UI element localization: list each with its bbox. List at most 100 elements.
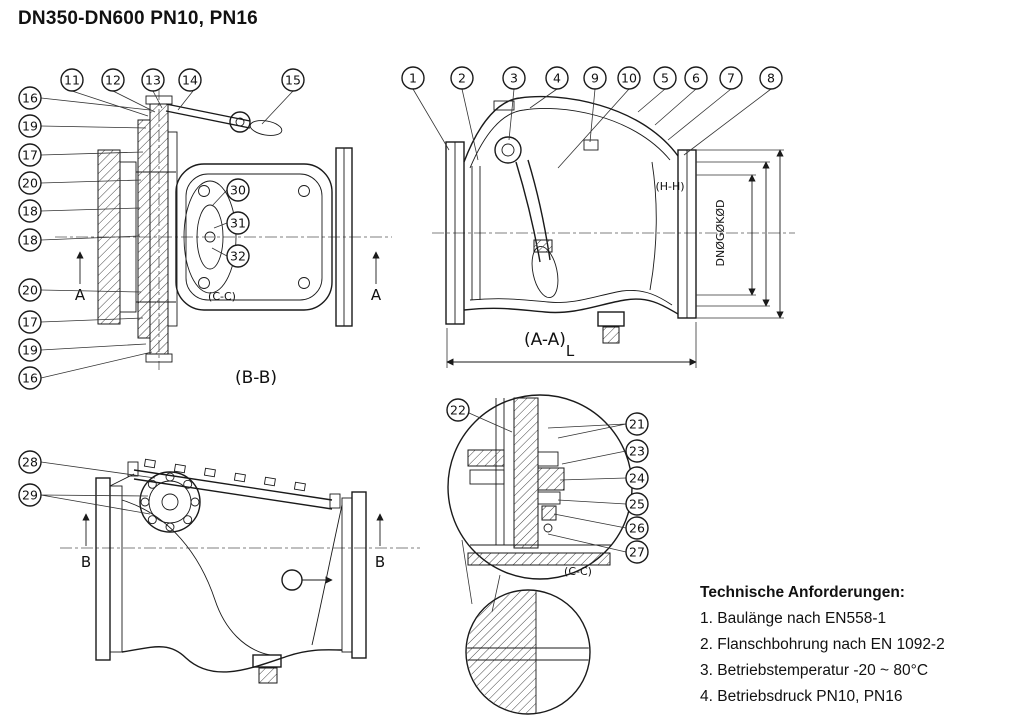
balloon-circle	[18, 199, 42, 223]
part-balloon-7: 7	[719, 66, 743, 90]
body-inner-curve	[121, 499, 271, 656]
part-balloon-20: 20	[18, 171, 42, 195]
balloon-circle	[450, 66, 474, 90]
balloon-number: 4	[553, 71, 561, 86]
stem-section	[513, 397, 539, 549]
part-balloon-26: 26	[625, 516, 649, 540]
balloon-number: 10	[621, 71, 637, 86]
balloon-number: 12	[105, 73, 121, 88]
technical-requirements: Technische Anforderungen: 1. Baulänge na…	[700, 580, 945, 710]
top-bolt	[145, 95, 173, 105]
inlet-flange-hub	[109, 485, 123, 653]
balloon-circle	[625, 540, 649, 564]
cover-end-block	[329, 493, 341, 509]
balloon-circle	[18, 338, 42, 362]
valve-body-outline	[175, 163, 333, 311]
balloon-number: 26	[629, 521, 645, 536]
balloon-number: 29	[22, 488, 38, 503]
body-bottom-inner	[469, 289, 673, 306]
part-balloon-16b: 16	[18, 366, 42, 390]
bolt-hole	[298, 185, 310, 197]
balloon-circle	[625, 412, 649, 436]
balloon-number: 1	[409, 71, 417, 86]
part-balloon-18: 18	[18, 199, 42, 223]
balloon-circle	[625, 492, 649, 516]
balloon-number: 19	[22, 343, 38, 358]
gland-ring	[537, 451, 559, 467]
packing-right	[537, 467, 565, 491]
diameter-dim-label: DNØGØKØD	[714, 200, 727, 267]
cover-bolt	[263, 476, 276, 487]
balloon-circle	[18, 366, 42, 390]
disc-hub	[196, 204, 224, 270]
part-balloon-19: 19	[18, 114, 42, 138]
balloon-circle	[141, 68, 165, 92]
drain-boss	[252, 654, 282, 668]
balloon-circle	[226, 244, 250, 268]
balloon-circle	[684, 66, 708, 90]
balloon-circle	[401, 66, 425, 90]
balloon-circle	[625, 516, 649, 540]
balloon-number: 18	[22, 204, 38, 219]
bonnet-outer	[463, 95, 679, 163]
hatched-section	[467, 591, 536, 713]
body-inner-wall	[649, 161, 657, 291]
view-side-elevation: B B 28 29	[18, 450, 420, 684]
view-section-aa: (H-H) DNØGØKØD (A-A) L 1 2 3 4 9 10 5 6 …	[401, 66, 795, 368]
gasket-section	[137, 119, 151, 339]
hh-label: (H-H)	[655, 180, 684, 193]
view-label-aa: (A-A)	[524, 330, 566, 350]
balloon-number: 18	[22, 233, 38, 248]
section-letter-a: A	[371, 286, 382, 304]
balloon-number: 2	[458, 71, 466, 86]
leader-lines	[40, 461, 156, 515]
cc-inner-label: (C-C)	[208, 290, 236, 303]
part-balloon-12: 12	[101, 68, 125, 92]
balloon-circle	[617, 66, 641, 90]
section-letter-b: B	[81, 553, 91, 571]
part-balloon-16: 16	[18, 86, 42, 110]
part-balloon-6: 6	[684, 66, 708, 90]
balloon-circle	[60, 68, 84, 92]
hinge-pin-boss	[494, 136, 522, 164]
balloon-number: 7	[727, 71, 735, 86]
part-balloon-14: 14	[178, 68, 202, 92]
balloon-circle	[18, 310, 42, 334]
bonnet-inner	[469, 107, 671, 169]
balloon-circle	[178, 68, 202, 92]
boss-bolt-hole	[165, 522, 175, 532]
part-balloon-1: 1	[401, 66, 425, 90]
balloon-number: 16	[22, 371, 38, 386]
tech-heading: Technische Anforderungen:	[700, 584, 905, 601]
gland-nut	[541, 505, 557, 521]
part-balloon-15: 15	[281, 68, 305, 92]
balloon-circle	[446, 398, 470, 422]
balloon-number: 9	[591, 71, 599, 86]
body-bottom-outline	[121, 646, 343, 673]
balloon-number: 13	[145, 73, 161, 88]
outlet-flange-hub	[341, 497, 353, 653]
section-letter-a: A	[75, 286, 86, 304]
lever-grip	[249, 120, 283, 136]
hinge-boss-center	[161, 493, 179, 511]
hinge-boss-flange	[139, 471, 201, 533]
balloon-number: 20	[22, 283, 38, 298]
balloon-circle	[18, 114, 42, 138]
tech-item-4: 4. Betriebsdruck PN10, PN16	[700, 688, 903, 705]
detail-circle	[465, 589, 591, 715]
stem-center	[204, 231, 216, 243]
lever-knob	[229, 111, 251, 133]
disc-edge	[183, 180, 237, 294]
part-balloon-10: 10	[617, 66, 641, 90]
outlet-flange	[351, 491, 367, 659]
balloon-circle	[719, 66, 743, 90]
bushing-left	[469, 469, 505, 485]
valve-body-inner	[185, 173, 323, 301]
balloon-circle	[18, 278, 42, 302]
disc-nut	[533, 239, 553, 253]
boss-bolt-hole	[147, 479, 157, 489]
balloon-circle	[18, 86, 42, 110]
part-balloon-9: 9	[583, 66, 607, 90]
balloon-circle	[226, 211, 250, 235]
part-balloon-17b: 17	[18, 310, 42, 334]
